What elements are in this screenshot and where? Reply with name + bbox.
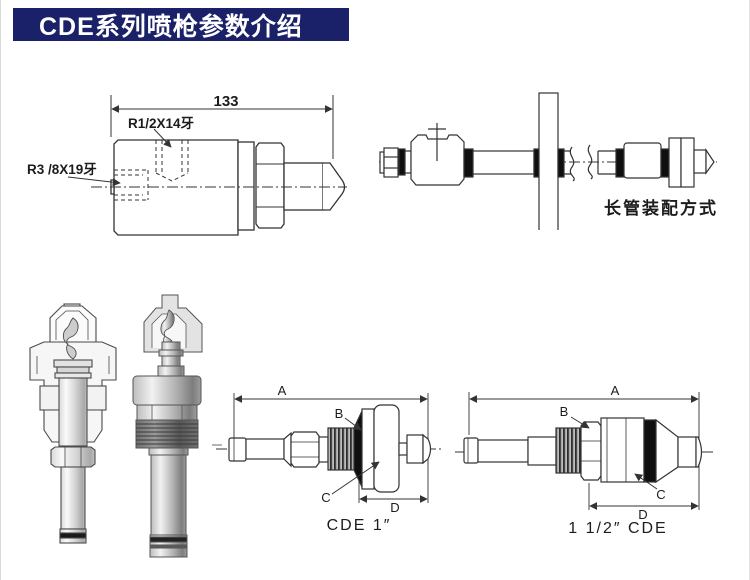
cde15-caption: 1 1/2″ CDE: [568, 520, 667, 537]
top-thread-hole: [155, 140, 189, 182]
collar: [132, 375, 202, 406]
break-line: [569, 146, 575, 182]
hex-nut: [290, 431, 320, 468]
dim-a-label: A: [611, 383, 620, 398]
dim-b-label: B: [560, 404, 569, 419]
dim-b-label: B: [335, 406, 344, 421]
dim-c-label: C: [321, 490, 330, 505]
body: [600, 417, 645, 483]
assembly-caption: 长管装配方式: [604, 198, 718, 218]
nozzle-cutaway-render: [29, 303, 117, 544]
page-title: CDE系列喷枪参数介绍: [39, 12, 303, 41]
cde1-dimension-drawing: A B C D CDE 1″: [216, 383, 444, 534]
o-ring: [149, 536, 188, 543]
hex-ring: [136, 404, 198, 421]
hex-nut: [50, 446, 96, 468]
dim-d-label: D: [390, 500, 399, 515]
top-thread-label: R1/2X14牙: [128, 116, 194, 131]
body-disc: [373, 404, 400, 493]
nozzle-solid-render: [132, 294, 203, 558]
cde1-caption: CDE 1″: [327, 517, 392, 534]
title-banner: CDE系列喷枪参数介绍: [13, 8, 349, 41]
nozzle-tip: [695, 436, 703, 468]
seal-ring: [463, 148, 474, 178]
nozzle-tip: [422, 433, 432, 465]
tube: [472, 150, 535, 175]
flange-plate: [538, 92, 559, 230]
spiral-tip: [62, 317, 79, 360]
break-line: [587, 144, 593, 180]
fitting-dimension-drawing: 133 R1/2X14牙 R3 /8X19牙: [27, 93, 347, 236]
dim-d-label: D: [638, 507, 647, 522]
cde15-dimension-drawing: A B C D 1 1/2″ CDE: [455, 383, 713, 537]
dim-c-label: C: [656, 487, 665, 502]
seal-ring: [398, 148, 406, 176]
seal-ring: [353, 410, 363, 488]
nozzle-renders: [29, 294, 222, 558]
length-dim-label: 133: [213, 93, 238, 110]
side-thread-hole: [114, 169, 149, 201]
hex-nut: [580, 421, 602, 481]
o-ring: [59, 532, 87, 539]
side-thread-label: R3 /8X19牙: [27, 162, 97, 177]
threaded-section: [555, 427, 582, 474]
seal-ring: [643, 419, 657, 483]
dim-a-label: A: [278, 383, 287, 398]
long-tube-assembly-drawing: 长管装配方式: [379, 92, 718, 230]
coupling: [623, 142, 662, 179]
threaded-section: [327, 427, 355, 471]
threaded-barrel: [135, 419, 199, 449]
